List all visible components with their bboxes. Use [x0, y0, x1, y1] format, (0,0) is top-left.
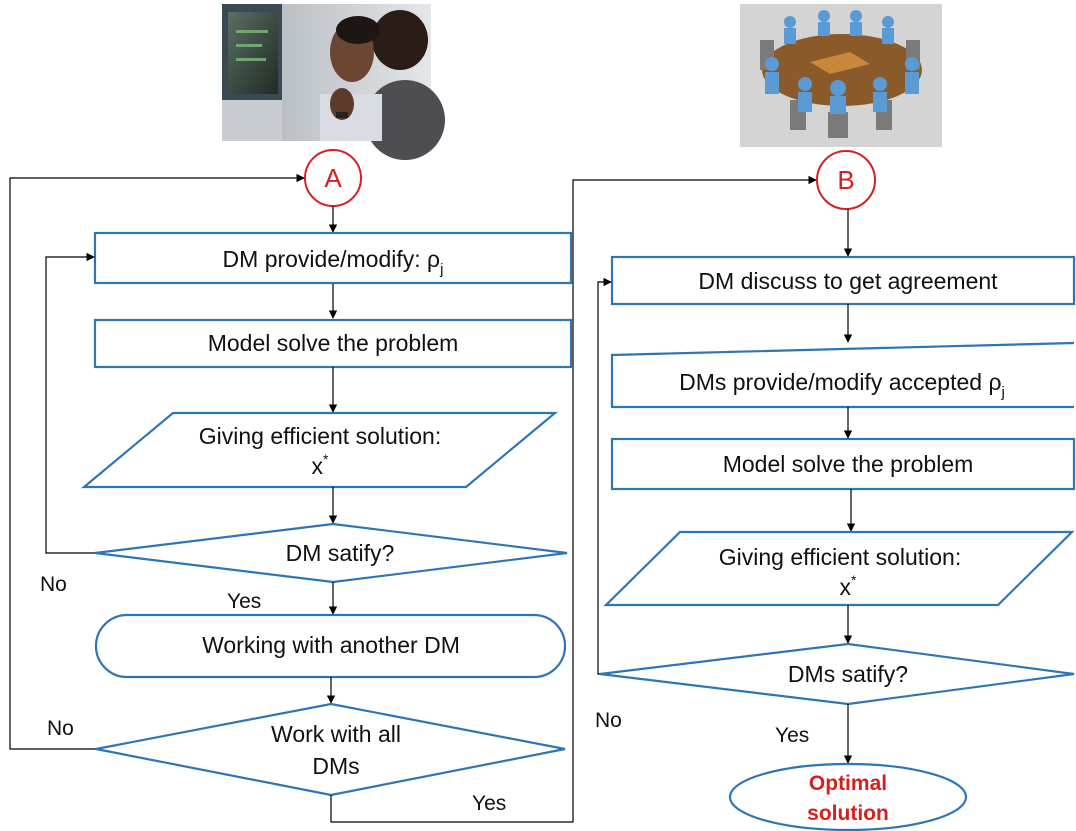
dms-provide-text: DMs provide/modify accepted ρ [679, 369, 1001, 395]
giving-x-superscript: * [323, 451, 329, 467]
right-yes-label: Yes [775, 724, 809, 747]
yes-label-1: Yes [227, 590, 261, 613]
dms-provide-subscript: j [1001, 384, 1005, 401]
right-giving-solution-parallelogram [603, 530, 1075, 607]
work-with-all-line1: Work with all [271, 721, 401, 747]
working-another-dm-label: Working with another DM [202, 632, 460, 658]
dm-provide-text: DM provide/modify: ρ [223, 246, 441, 272]
dm-provide-subscript: j [439, 261, 443, 278]
no-label-2: No [47, 717, 74, 740]
left-flowchart: A DM provide/modify: ρj Model solve the … [9, 149, 817, 823]
giving-solution-parallelogram [80, 411, 559, 489]
work-with-all-line2: DMs [312, 753, 359, 779]
optimal-line2: solution [807, 802, 889, 825]
left-photo [222, 4, 445, 160]
right-giving-solution-line1: Giving efficient solution: [719, 544, 962, 570]
right-giving-solution-x: x* [840, 572, 858, 600]
optimal-line1: Optimal [809, 772, 887, 795]
connector-a-label: A [324, 163, 342, 193]
dms-provide-box [610, 341, 1075, 409]
right-giving-x-text: x [840, 574, 852, 600]
dm-provide-label: DM provide/modify: ρj [223, 246, 444, 278]
yes-label-2: Yes [472, 792, 506, 815]
dm-satisfy-label: DM satify? [286, 540, 395, 566]
right-giving-x-superscript: * [851, 572, 857, 588]
right-model-solve-label: Model solve the problem [723, 451, 974, 477]
model-solve-label: Model solve the problem [208, 330, 459, 356]
right-photo [740, 4, 942, 147]
optimal-solution-terminal [728, 762, 968, 831]
connector-b [816, 150, 876, 210]
work-with-all-diamond [95, 702, 566, 797]
right-flowchart: B DM discuss to get agreement DMs provid… [595, 150, 1076, 831]
giving-solution-line1: Giving efficient solution: [199, 423, 442, 449]
right-model-solve-box [610, 437, 1076, 491]
giving-solution-x: x* [312, 451, 330, 479]
dm-discuss-label: DM discuss to get agreement [698, 268, 998, 294]
connector-b-label: B [837, 165, 854, 195]
no-label-1: No [40, 573, 67, 596]
right-no-label: No [595, 709, 622, 732]
giving-x-text: x [312, 453, 324, 479]
dm-discuss-box [610, 255, 1076, 306]
dm-provide-box [93, 231, 573, 285]
dms-provide-label: DMs provide/modify accepted ρj [679, 369, 1005, 401]
dms-satisfy-label: DMs satify? [788, 661, 908, 687]
